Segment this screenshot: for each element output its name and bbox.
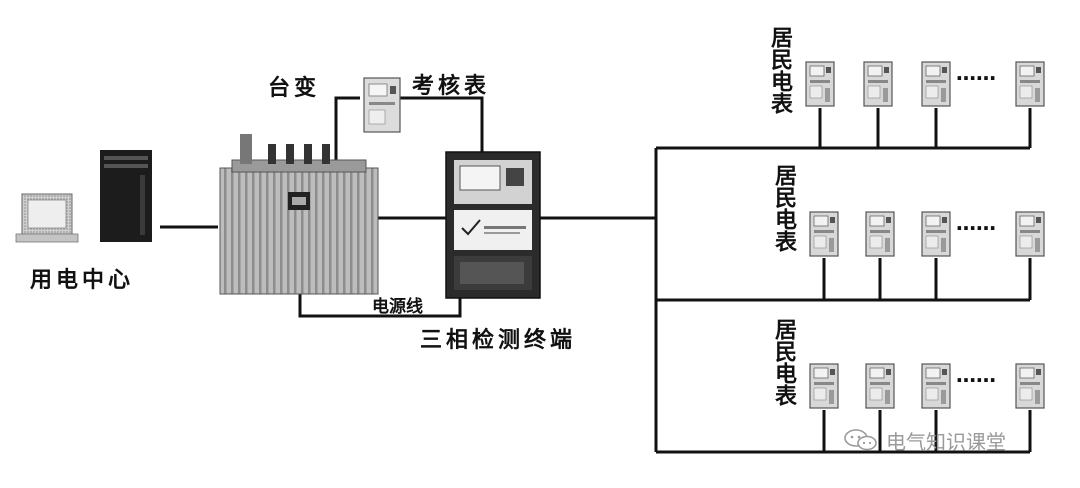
- transformer-icon: [219, 134, 379, 295]
- line-transformer-to-check-meter: [334, 96, 360, 172]
- resident-meter-icon: [1015, 211, 1045, 257]
- resident-meter-icon: [921, 363, 951, 409]
- power-line-label: 电源线: [372, 297, 423, 317]
- resident-meter-label-row-2: 居民电表: [771, 164, 796, 252]
- resident-meter-icon: [921, 61, 951, 107]
- terminal-label: 三相检测终端: [420, 328, 577, 353]
- three-phase-terminal-icon: [445, 151, 541, 299]
- resident-meter-icon: [1015, 61, 1045, 107]
- resident-meter-icon: [863, 61, 893, 107]
- watermark: 电气知识课堂: [842, 428, 1006, 454]
- meter-ellipsis: ……: [956, 61, 996, 85]
- computer-monitor-icon: [15, 193, 79, 243]
- resident-meter-icon: [865, 363, 895, 409]
- resident-meter-icon: [921, 211, 951, 257]
- resident-meter-icon: [809, 363, 839, 409]
- resident-meter-icon: [805, 61, 835, 107]
- resident-meter-icon: [809, 211, 839, 257]
- resident-meter-label-row-1: 居民电表: [767, 26, 792, 114]
- server-tower-icon: [100, 150, 152, 242]
- watermark-text: 电气知识课堂: [886, 429, 1006, 454]
- resident-meter-icon: [1015, 363, 1045, 409]
- wechat-icon: [844, 429, 877, 451]
- resident-meter-label-row-3: 居民电表: [771, 318, 796, 406]
- transformer-label: 台变: [268, 76, 321, 101]
- check-meter-icon: [363, 77, 401, 133]
- meter-ellipsis: ……: [956, 211, 996, 235]
- meter-ellipsis: ……: [956, 363, 996, 387]
- resident-meter-row-2: [809, 211, 1045, 257]
- wiring: [160, 96, 1032, 454]
- resident-meter-row-3: [809, 363, 1045, 409]
- user-center-label: 用电中心: [30, 268, 135, 293]
- check-meter-label: 考核表: [412, 74, 491, 99]
- power-line-wire: [298, 293, 462, 318]
- resident-meter-icon: [865, 211, 895, 257]
- line-check-meter-to-terminal: [400, 96, 484, 152]
- resident-meter-row-1: [805, 61, 1045, 107]
